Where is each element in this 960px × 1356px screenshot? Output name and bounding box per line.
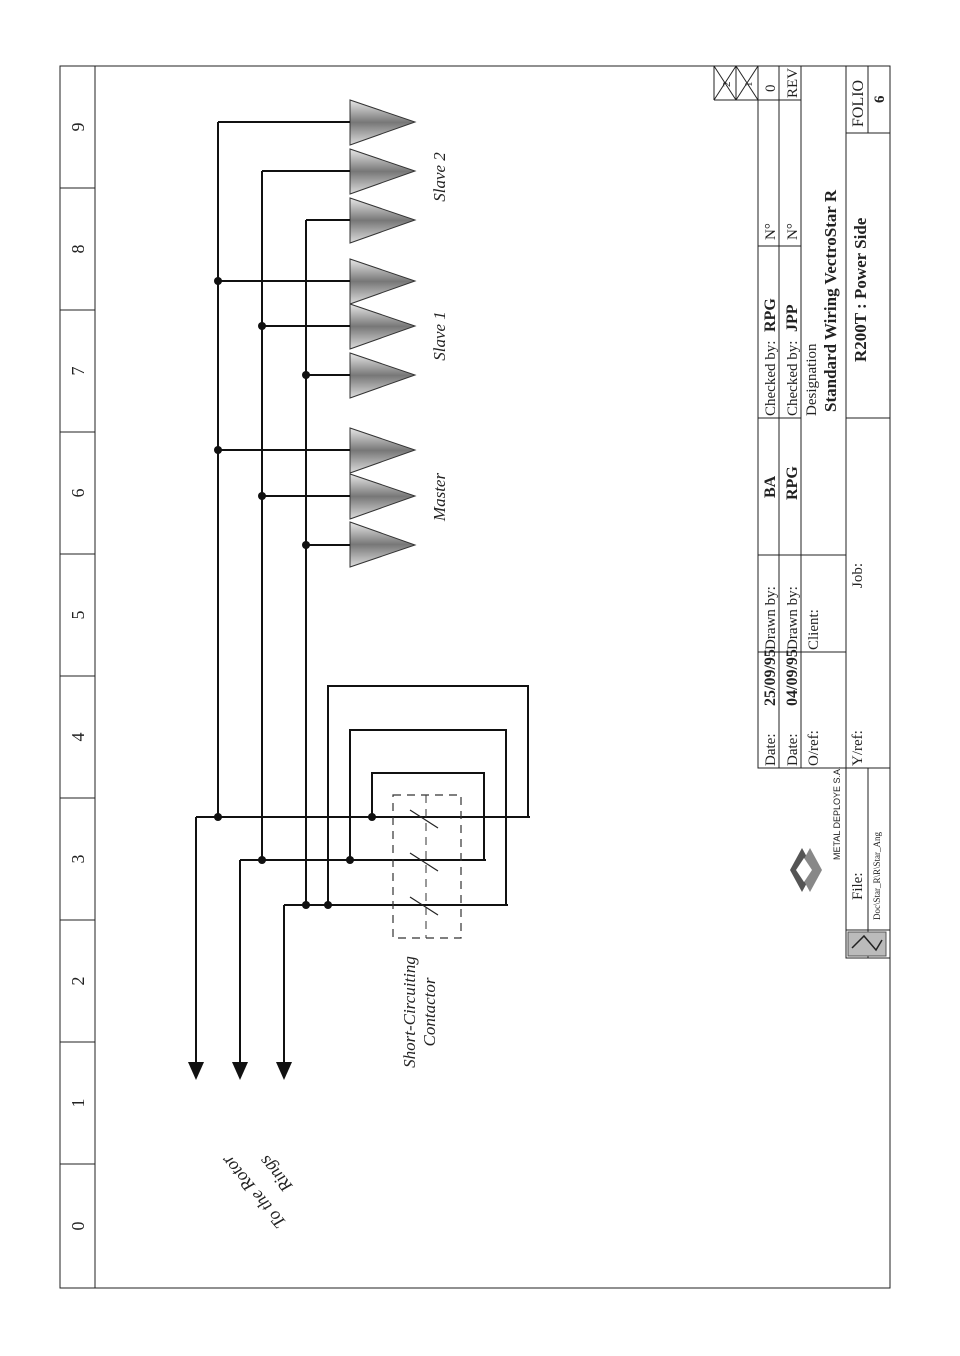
title-block: Date: 25/09/95 Drawn by: BA Checked by: … (713, 65, 891, 959)
grid-band-dividers (60, 187, 95, 1165)
rev-1: 1 (743, 82, 755, 88)
rev-2: 2 (721, 82, 733, 88)
date1-label: Date: (763, 734, 779, 766)
grid-label: 4 (68, 733, 88, 742)
heater-cone (349, 352, 417, 399)
grid-label: 7 (68, 367, 88, 376)
master-label: Master (430, 473, 449, 523)
designation-line1: Standard Wiring VectroStar R (821, 189, 840, 412)
checked1-value: RPG (762, 298, 779, 332)
grid-label: 3 (68, 855, 88, 864)
client-label: Client: (806, 609, 822, 650)
grid-label: 8 (68, 245, 88, 254)
rotor-arrows (188, 1062, 292, 1080)
heater-cone (349, 473, 417, 520)
grid-label: 2 (68, 977, 88, 986)
company-name: METAL DEPLOYE S.A. (832, 766, 842, 860)
drawn1-label: Drawn by: (763, 586, 779, 650)
arrow-down-icon (276, 1062, 292, 1080)
drawn1-value: BA (762, 475, 779, 498)
heater-cone (349, 197, 417, 244)
checked2-label: Checked by: (785, 341, 801, 416)
contactor-label-line1: Short-Circuiting (400, 956, 419, 1068)
heater-cone (349, 99, 417, 146)
slave1-label: Slave 1 (430, 311, 449, 361)
file-path: Doc\Star_R\R\Star_Ang (872, 832, 882, 920)
heater-cone (349, 258, 417, 305)
designation-line2: R200T : Power Side (851, 217, 870, 362)
arrow-down-icon (188, 1062, 204, 1080)
grid-label: 5 (68, 611, 88, 620)
oref-label: O/ref: (806, 730, 822, 766)
heater-cones (349, 99, 417, 568)
rev-label: REV (785, 68, 801, 98)
drawn2-value: RPG (784, 466, 801, 500)
arrow-down-icon (232, 1062, 248, 1080)
grid-label: 0 (68, 1222, 88, 1231)
heater-cone (349, 148, 417, 195)
grid-label: 9 (68, 123, 88, 132)
junctions (214, 277, 376, 909)
author-stamp-icon (847, 931, 887, 957)
heater-cone (349, 303, 417, 350)
designation-label: Designation (804, 343, 820, 416)
contactor-label-line2: Contactor (420, 977, 439, 1046)
folio-value: 6 (872, 95, 888, 103)
folio-label: FOLIO (850, 80, 867, 127)
grid-label: 1 (68, 1099, 88, 1108)
drawn2-label: Drawn by: (785, 586, 801, 650)
wiring (195, 121, 530, 1062)
checked2-value: JPP (784, 304, 801, 332)
no1-label: N° (763, 223, 779, 240)
heater-cone (349, 521, 417, 568)
short-circuiting-contactor (392, 794, 462, 939)
date2-label: Date: (785, 734, 801, 766)
file-label: File: (850, 872, 866, 900)
no2-label: N° (785, 223, 801, 240)
yref-label: Y/ref: (850, 730, 866, 766)
company-logo (790, 848, 822, 892)
grid-label: 6 (68, 489, 88, 498)
slave2-label: Slave 2 (430, 152, 449, 202)
rev-0: 0 (763, 85, 779, 93)
date1-value: 25/09/95 (762, 649, 779, 706)
heater-cone (349, 427, 417, 474)
checked1-label: Checked by: (763, 341, 779, 416)
job-label: Job: (850, 563, 866, 588)
date2-value: 04/09/95 (784, 649, 801, 706)
